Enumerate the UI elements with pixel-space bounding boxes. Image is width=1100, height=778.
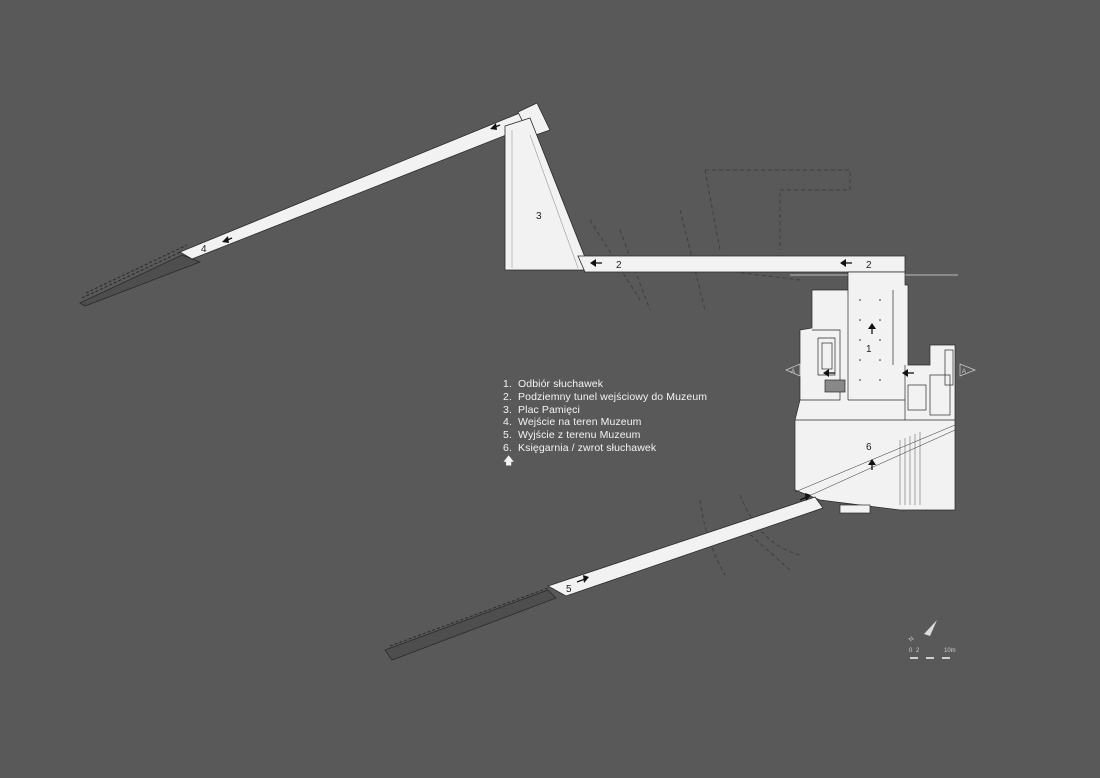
north-arrow-icon: N: [908, 620, 937, 643]
section-label-right: A: [962, 369, 966, 375]
area-label-5: 5: [566, 584, 572, 595]
scale-mid: 2: [916, 648, 920, 654]
arrow-icon: [868, 459, 876, 470]
legend-item: 2. Podziemny tunel wejściowy do Muzeum: [503, 390, 708, 403]
arrow-icon: [840, 259, 852, 267]
arrow-icon: [222, 236, 233, 243]
arrow-icon: [823, 369, 835, 377]
section-marker-left: A: [785, 363, 801, 377]
area-label-6: 6: [866, 442, 872, 453]
section-label-left: A: [791, 369, 795, 375]
legend-item: 3. Plac Pamięci: [503, 403, 580, 416]
scale-bar: 0 2 10m: [909, 648, 956, 659]
legend-arrow-icon: 🡅: [503, 454, 515, 467]
legend-item: 1. Odbiór słuchawek: [503, 378, 604, 390]
arrow-icon: [868, 323, 876, 334]
legend-item: 4. Wejście na teren Muzeum: [503, 416, 642, 429]
arrow-icon: [902, 369, 914, 377]
area-label-4: 4: [201, 244, 207, 255]
exit-ramp: [547, 496, 824, 597]
scale-end: 10m: [944, 648, 956, 654]
entrance-ramp: [179, 109, 535, 260]
arrow-icon: [490, 123, 501, 130]
area-label-2a: 2: [616, 260, 622, 271]
museum-building: [794, 271, 956, 514]
exit-path: [384, 587, 557, 661]
arrow-icon: [799, 493, 811, 501]
legend-item: 5. Wyjście z terenu Muzeum: [503, 429, 641, 442]
entrance-path: [79, 244, 202, 307]
arrow-icon: [590, 259, 602, 267]
scale-start: 0: [909, 648, 913, 654]
area-label-3: 3: [536, 211, 542, 222]
area-label-2b: 2: [866, 260, 872, 271]
area-label-1: 1: [866, 344, 872, 355]
direction-arrows: [222, 123, 914, 583]
arrow-icon: [576, 575, 589, 583]
section-marker-right: A: [959, 363, 976, 377]
legend-item: 6. Księgarnia / zwrot słuchawek: [503, 441, 657, 454]
legend: 1. Odbiór słuchawek 2. Podziemny tunel w…: [503, 378, 707, 467]
entrance-tunnel: [577, 255, 906, 273]
north-label: N: [908, 636, 915, 643]
memorial-square: [504, 117, 591, 271]
